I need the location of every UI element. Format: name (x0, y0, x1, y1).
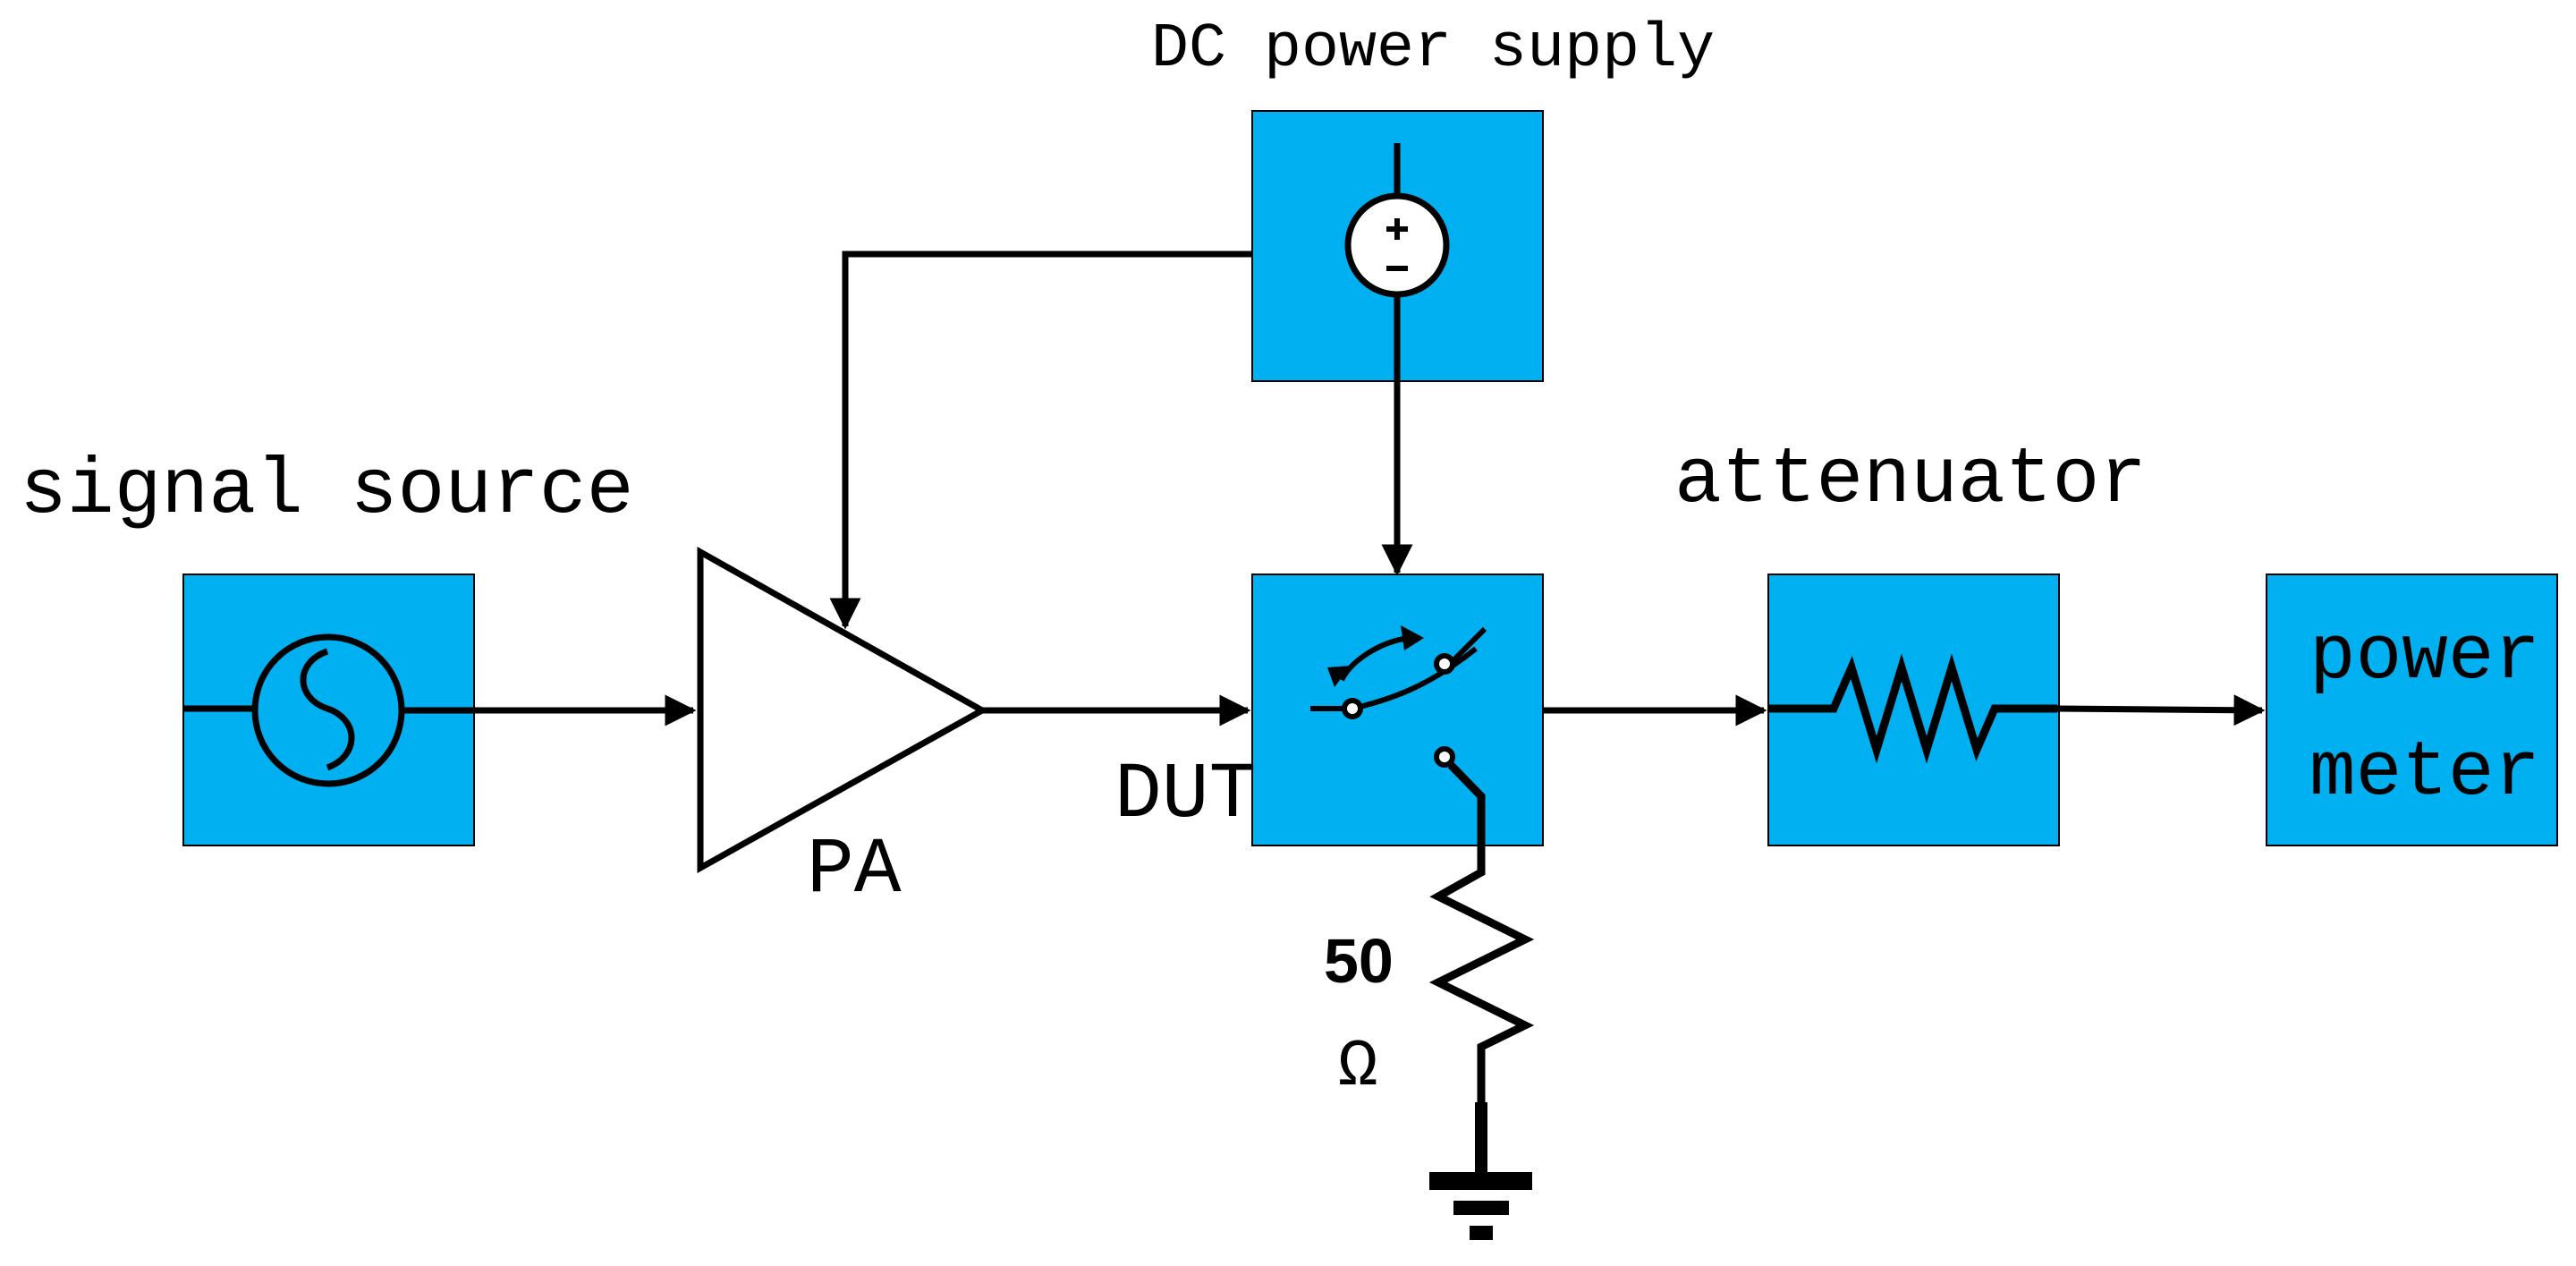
power-meter-label-line1: power (2309, 613, 2540, 701)
power-meter-block (2266, 574, 2558, 846)
wire-dc-to-pa (829, 251, 1252, 630)
pa-amplifier-icon (697, 547, 989, 873)
signal-source-label: signal source (20, 447, 634, 536)
dc-power-supply-label: DC power supply (1151, 14, 1715, 85)
dut-label: DUT (1114, 752, 1256, 840)
pa-label: PA (807, 827, 902, 915)
dut-switch-block (1251, 574, 1544, 846)
ground-icon (1429, 1172, 1532, 1240)
switch-arrow-tip-icon (1401, 625, 1424, 650)
switch-icon (1310, 626, 1487, 768)
resistance-unit-label: Ω (1338, 1030, 1377, 1105)
resistance-value-label: 50 (1324, 926, 1394, 996)
termination-resistor-icon (1428, 761, 1535, 1102)
power-meter-label-line2: meter (2309, 729, 2540, 817)
switch-arrow-tail-icon (1327, 666, 1351, 687)
attenuator-resistor-icon (1768, 653, 2057, 764)
wire-attenuator-to-meter (2056, 694, 2266, 726)
attenuator-label: attenuator (1674, 437, 2147, 525)
